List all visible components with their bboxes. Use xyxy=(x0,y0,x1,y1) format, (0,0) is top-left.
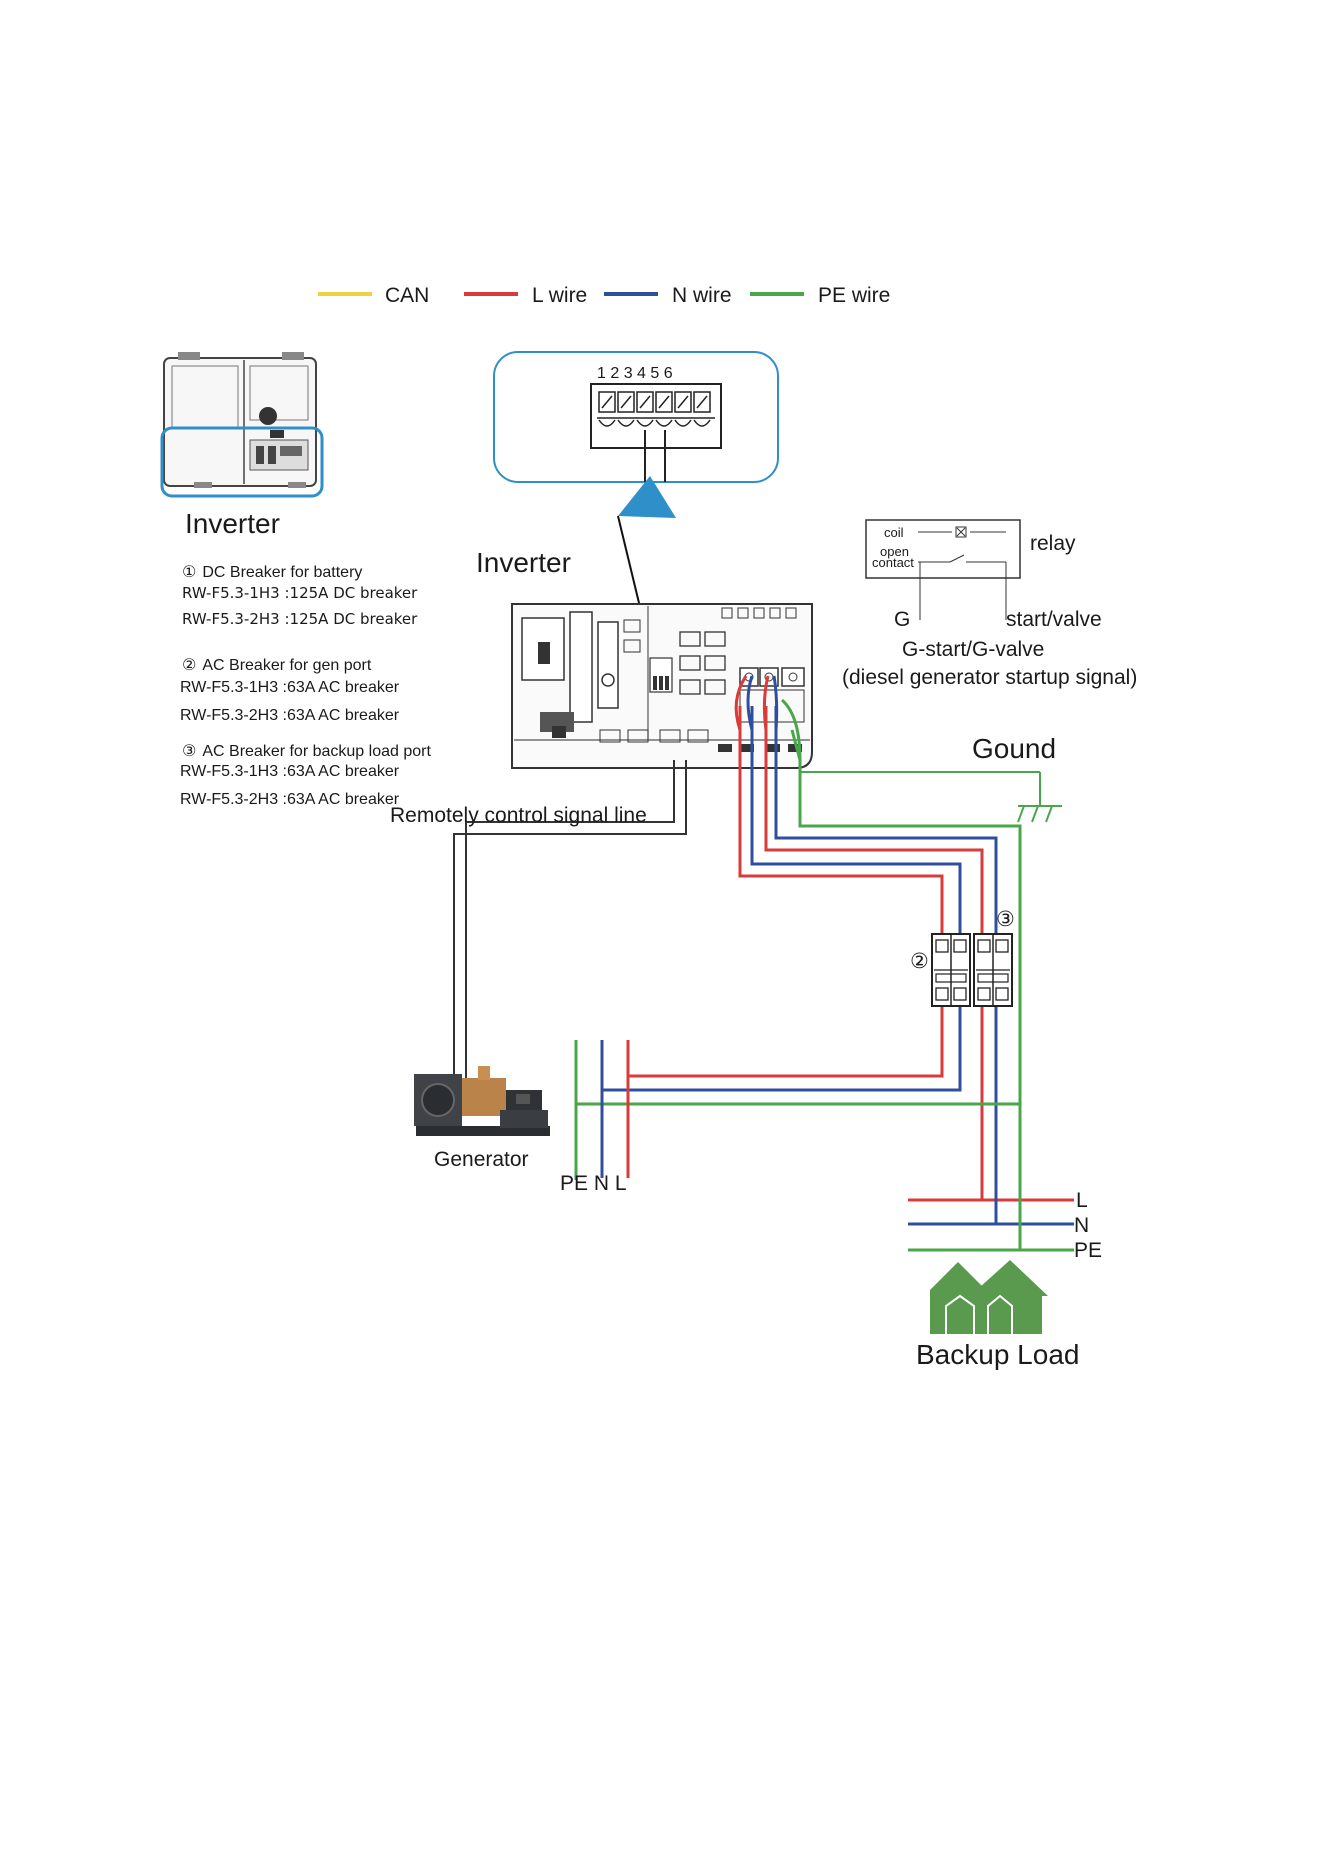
terminal-callout: 1 2 3 4 5 6 xyxy=(493,351,779,691)
terminal-callout-box xyxy=(493,351,779,483)
breaker-marker-load: ③ xyxy=(996,908,1015,931)
breaker-marker-gen: ② xyxy=(910,950,929,973)
legend-pe-wire-label: PE wire xyxy=(818,284,890,307)
inverter-main-label: Inverter xyxy=(476,547,571,578)
breaker-1-spec-1h3: RW-F5.3-1H3 :125A DC breaker xyxy=(182,584,418,602)
n-wires xyxy=(600,706,1074,1226)
load-line-n: N xyxy=(1074,1214,1089,1237)
relay-coil-label: coil xyxy=(884,525,904,540)
breaker-gen-port xyxy=(931,933,971,1007)
terminal-numbers: 1 2 3 4 5 6 xyxy=(597,365,673,382)
breaker-backup-load-port xyxy=(973,933,1013,1007)
signal-line-label: Remotely control signal line xyxy=(390,804,647,827)
legend-can-label: CAN xyxy=(385,284,429,307)
terminal-block xyxy=(597,391,715,482)
inverter-thumbnail-label: Inverter xyxy=(185,508,280,539)
breaker-2-spec-2h3: RW-F5.3-2H3 :63A AC breaker xyxy=(180,707,400,724)
relay-start-valve-terminal: start/valve xyxy=(1006,608,1102,631)
thumbnail-highlight-box xyxy=(160,426,324,498)
relay-open-label: open xyxy=(880,544,909,559)
backup-load-house-icon xyxy=(930,1260,1048,1334)
inverter-main xyxy=(511,603,813,769)
generator-icon xyxy=(414,1066,550,1136)
relay-label: relay xyxy=(1030,532,1076,555)
legend: CAN L wire N wire PE wire xyxy=(318,284,890,307)
backup-load-label: Backup Load xyxy=(916,1339,1079,1370)
load-line-l: L xyxy=(1076,1189,1088,1212)
breaker-3-spec-2h3: RW-F5.3-2H3 :63A AC breaker xyxy=(180,791,400,808)
callout-pointer-triangle xyxy=(618,476,676,518)
generator-label: Generator xyxy=(434,1148,529,1171)
breaker-3-spec-1h3: RW-F5.3-1H3 :63A AC breaker xyxy=(180,763,400,780)
generator-terminal-lines xyxy=(574,1040,630,1178)
breaker-1-spec-2h3: RW-F5.3-2H3 :125A DC breaker xyxy=(182,610,418,628)
relay-signal-description: (diesel generator startup signal) xyxy=(842,666,1137,689)
remote-control-signal-line xyxy=(453,760,687,1080)
ground-symbol xyxy=(800,771,1062,823)
legend-l-wire-label: L wire xyxy=(532,284,587,307)
legend-n-wire-label: N wire xyxy=(672,284,732,307)
relay-signal-name: G-start/G-valve xyxy=(902,638,1044,661)
inverter-thumbnail xyxy=(160,352,324,498)
ground-label: Gound xyxy=(972,733,1056,764)
inverter-terminal-drops xyxy=(734,675,802,761)
relay-symbol: coil open contact xyxy=(865,519,1021,620)
relay-g-terminal: G xyxy=(894,608,910,631)
generator-terminals-label: PE N L xyxy=(560,1172,627,1195)
breaker-2-spec-1h3: RW-F5.3-1H3 :63A AC breaker xyxy=(180,679,400,696)
load-line-pe: PE xyxy=(1074,1239,1102,1262)
relay-contact-label: contact xyxy=(872,555,914,570)
